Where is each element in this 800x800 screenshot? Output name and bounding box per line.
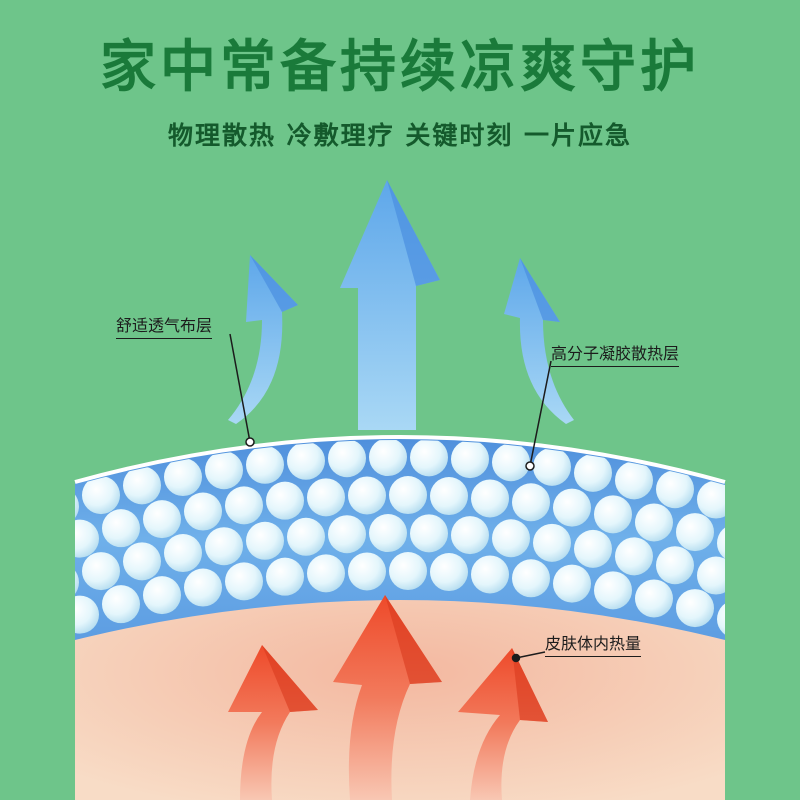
gel-bead xyxy=(266,557,304,596)
gel-bead xyxy=(143,500,181,539)
label-fabric-layer: 舒适透气布层 xyxy=(116,312,213,339)
gel-bead xyxy=(287,441,325,480)
label-skin-heat: 皮肤体内热量 xyxy=(545,630,642,657)
gel-bead xyxy=(492,443,530,482)
gel-bead xyxy=(102,509,140,548)
gel-bead xyxy=(492,519,530,558)
gel-bead xyxy=(225,486,263,525)
gel-bead xyxy=(471,555,509,594)
gel-bead xyxy=(307,478,345,517)
gel-bead xyxy=(430,553,468,592)
gel-bead xyxy=(553,488,591,527)
gel-bead xyxy=(266,481,304,520)
gel-bead xyxy=(615,537,653,576)
gel-bead xyxy=(205,451,243,490)
gel-bead xyxy=(451,440,489,479)
gel-bead xyxy=(123,466,161,505)
heat-arrows xyxy=(228,595,548,800)
gel-bead xyxy=(123,542,161,581)
gel-bead xyxy=(410,514,448,553)
gel-bead xyxy=(75,595,99,634)
gel-bead xyxy=(328,515,366,554)
gel-bead xyxy=(697,556,725,595)
gel-bead xyxy=(410,440,448,477)
gel-bead xyxy=(307,554,345,593)
headline: 家中常备持续凉爽守护 xyxy=(100,35,700,100)
gel-bead xyxy=(75,519,99,558)
leader-dot-fabric xyxy=(245,437,255,447)
heat-arrow-right xyxy=(458,648,548,800)
gel-bead xyxy=(82,552,120,591)
heat-arrow-center xyxy=(333,595,442,800)
gel-bead xyxy=(369,514,407,553)
gel-bead xyxy=(533,447,571,486)
gel-bead xyxy=(512,559,550,598)
gel-bead xyxy=(369,440,407,477)
leader-dot-gel xyxy=(525,461,535,471)
leader-line-heat xyxy=(515,651,546,659)
gel-bead xyxy=(389,552,427,591)
gel-bead xyxy=(287,517,325,556)
cool-arrow-left xyxy=(228,255,298,424)
gel-bead xyxy=(143,576,181,615)
gel-bead xyxy=(635,503,673,542)
gel-bead xyxy=(225,562,263,601)
gel-bead xyxy=(717,600,725,639)
leader-line-fabric xyxy=(229,333,251,443)
gel-bead xyxy=(75,563,79,602)
gel-bead xyxy=(184,568,222,607)
cool-arrows xyxy=(228,180,574,430)
gel-bead xyxy=(717,524,725,563)
gel-bead xyxy=(676,513,714,552)
gel-bead xyxy=(656,470,694,509)
gel-bead xyxy=(594,571,632,610)
gel-bead xyxy=(615,461,653,500)
gel-bead xyxy=(574,453,612,492)
gel-bead xyxy=(348,476,386,515)
gel-bead xyxy=(246,521,284,560)
gel-bead xyxy=(594,495,632,534)
gel-bead xyxy=(164,458,202,497)
gel-bead xyxy=(82,476,120,515)
gel-bead xyxy=(451,516,489,555)
gel-bead xyxy=(635,579,673,618)
gel-bead xyxy=(75,487,79,526)
gel-bead xyxy=(471,479,509,518)
gel-bead xyxy=(246,445,284,484)
leader-dot-heat xyxy=(511,653,521,663)
gel-bead xyxy=(205,527,243,566)
gel-bead xyxy=(430,477,468,516)
cool-arrow-right xyxy=(504,258,574,424)
gel-bead xyxy=(164,534,202,573)
gel-bead xyxy=(102,585,140,624)
label-gel-layer: 高分子凝胶散热层 xyxy=(551,340,680,367)
gel-bead xyxy=(533,523,571,562)
leader-lines xyxy=(229,333,552,663)
gel-bead xyxy=(512,483,550,522)
gel-bead xyxy=(184,492,222,531)
cool-arrow-center xyxy=(340,180,440,430)
gel-bead xyxy=(348,552,386,591)
gel-bead xyxy=(676,589,714,628)
gel-bead xyxy=(574,529,612,568)
heat-arrow-left xyxy=(228,645,318,800)
gel-bead xyxy=(328,440,366,478)
gel-bead xyxy=(389,476,427,515)
leader-line-gel xyxy=(529,360,552,467)
gel-bead xyxy=(697,480,725,519)
gel-bead xyxy=(553,564,591,603)
subline: 物理散热 冷敷理疗 关键时刻 一片应急 xyxy=(167,121,633,150)
gel-bead xyxy=(656,546,694,585)
gel-beads xyxy=(75,440,725,639)
gel-pad xyxy=(74,435,726,640)
